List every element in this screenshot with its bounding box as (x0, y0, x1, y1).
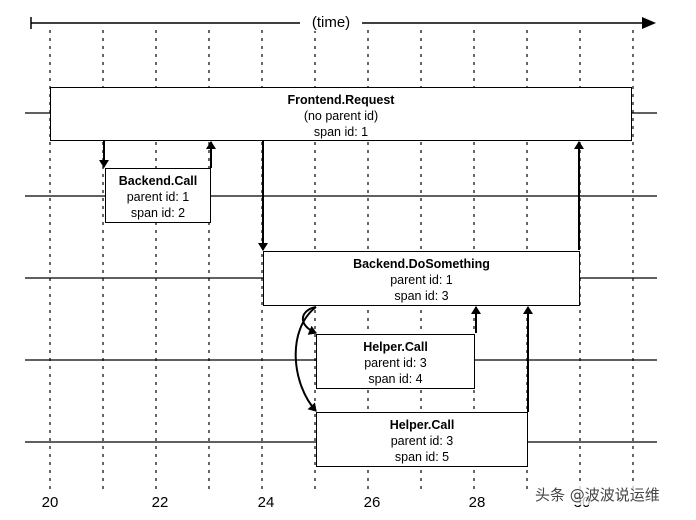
tick-label-22: 22 (151, 494, 169, 511)
span-id: span id: 3 (394, 289, 449, 303)
time-axis-label: (time) (300, 14, 362, 31)
span-parent-id: parent id: 3 (390, 434, 454, 448)
span-name: Backend.DoSomething (353, 257, 490, 271)
span-helper-call-5: Helper.Call parent id: 3 span id: 5 (316, 412, 528, 467)
tick-label-20: 20 (41, 494, 59, 511)
call-arrows (99, 141, 584, 412)
span-frontend-request: Frontend.Request (no parent id) span id:… (50, 87, 632, 141)
span-name: Helper.Call (363, 340, 428, 354)
span-name: Helper.Call (389, 418, 455, 432)
span-helper-call-4: Helper.Call parent id: 3 span id: 4 (316, 334, 475, 389)
time-arrowhead (642, 17, 656, 29)
tick-label-24: 24 (257, 494, 275, 511)
span-parent-id: parent id: 1 (126, 190, 190, 204)
span-parent-id: parent id: 1 (390, 273, 453, 287)
call-arrow-to-helper-call-4 (301, 306, 317, 335)
watermark: 头条 @波波说运维 (533, 484, 662, 505)
span-parent-id: parent id: 3 (364, 356, 427, 370)
span-id: span id: 1 (313, 125, 369, 139)
span-id: span id: 2 (130, 206, 186, 220)
span-name: Frontend.Request (287, 93, 395, 107)
span-parent-id: (no parent id) (303, 109, 379, 123)
tick-label-26: 26 (363, 494, 381, 511)
span-name: Backend.Call (118, 174, 198, 188)
span-backend-call: Backend.Call parent id: 1 span id: 2 (105, 168, 211, 223)
span-id: span id: 5 (394, 450, 450, 464)
call-arrow-to-helper-call-5 (294, 306, 317, 412)
span-backend-dosomething: Backend.DoSomething parent id: 1 span id… (263, 251, 580, 306)
span-id: span id: 4 (368, 372, 423, 386)
tick-label-28: 28 (468, 494, 486, 511)
